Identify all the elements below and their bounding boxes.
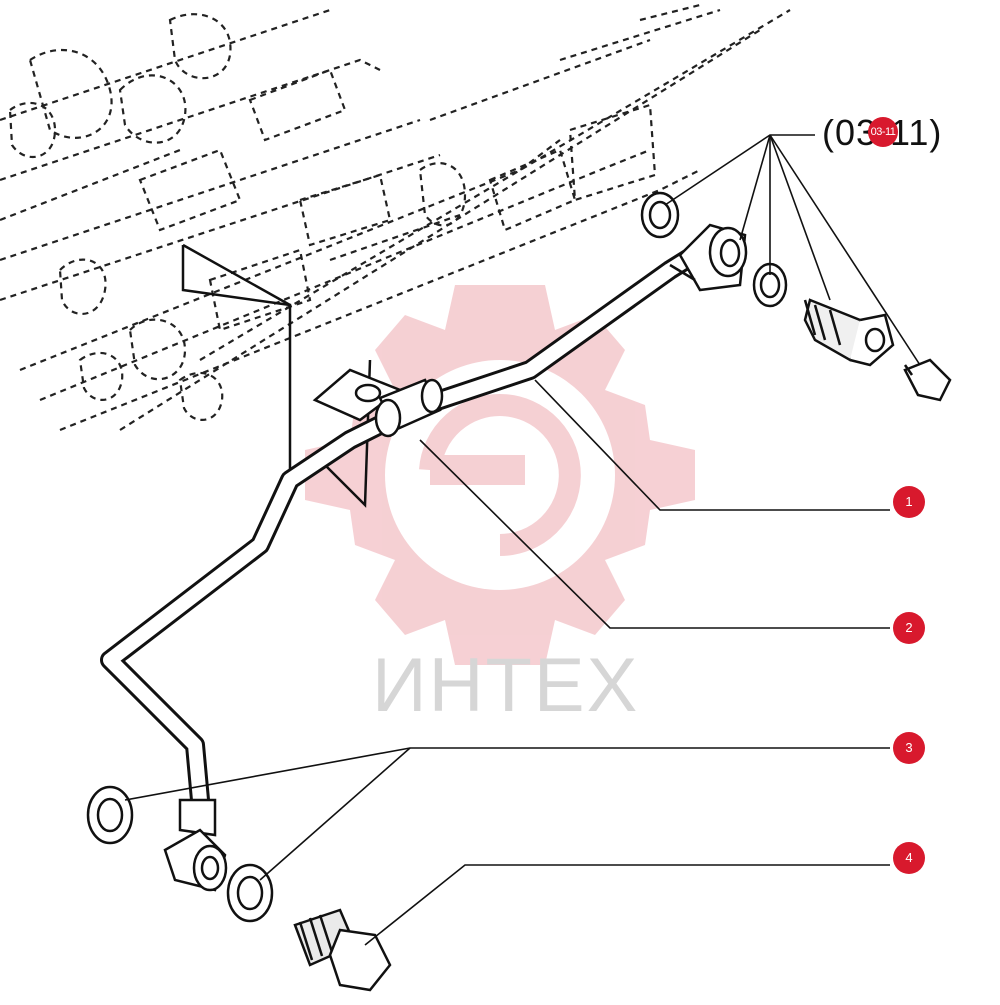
reference-badge[interactable]: 03-11 [868, 117, 898, 147]
pipe-clamp [374, 378, 444, 438]
watermark-text: ИНТЕХ [372, 643, 640, 728]
callout-2[interactable]: 2 [893, 612, 925, 644]
engine-block-outline [0, 3, 791, 432]
upper-banjo-fitting [640, 191, 952, 402]
callout-1[interactable]: 1 [893, 486, 925, 518]
callout-3[interactable]: 3 [893, 732, 925, 764]
callout-4[interactable]: 4 [893, 842, 925, 874]
watermark-gear-logo [305, 285, 695, 665]
lower-banjo-fitting [86, 785, 392, 992]
leader-lines [124, 134, 921, 946]
mounting-bracket [181, 243, 403, 508]
fuel-pipe [100, 235, 720, 810]
